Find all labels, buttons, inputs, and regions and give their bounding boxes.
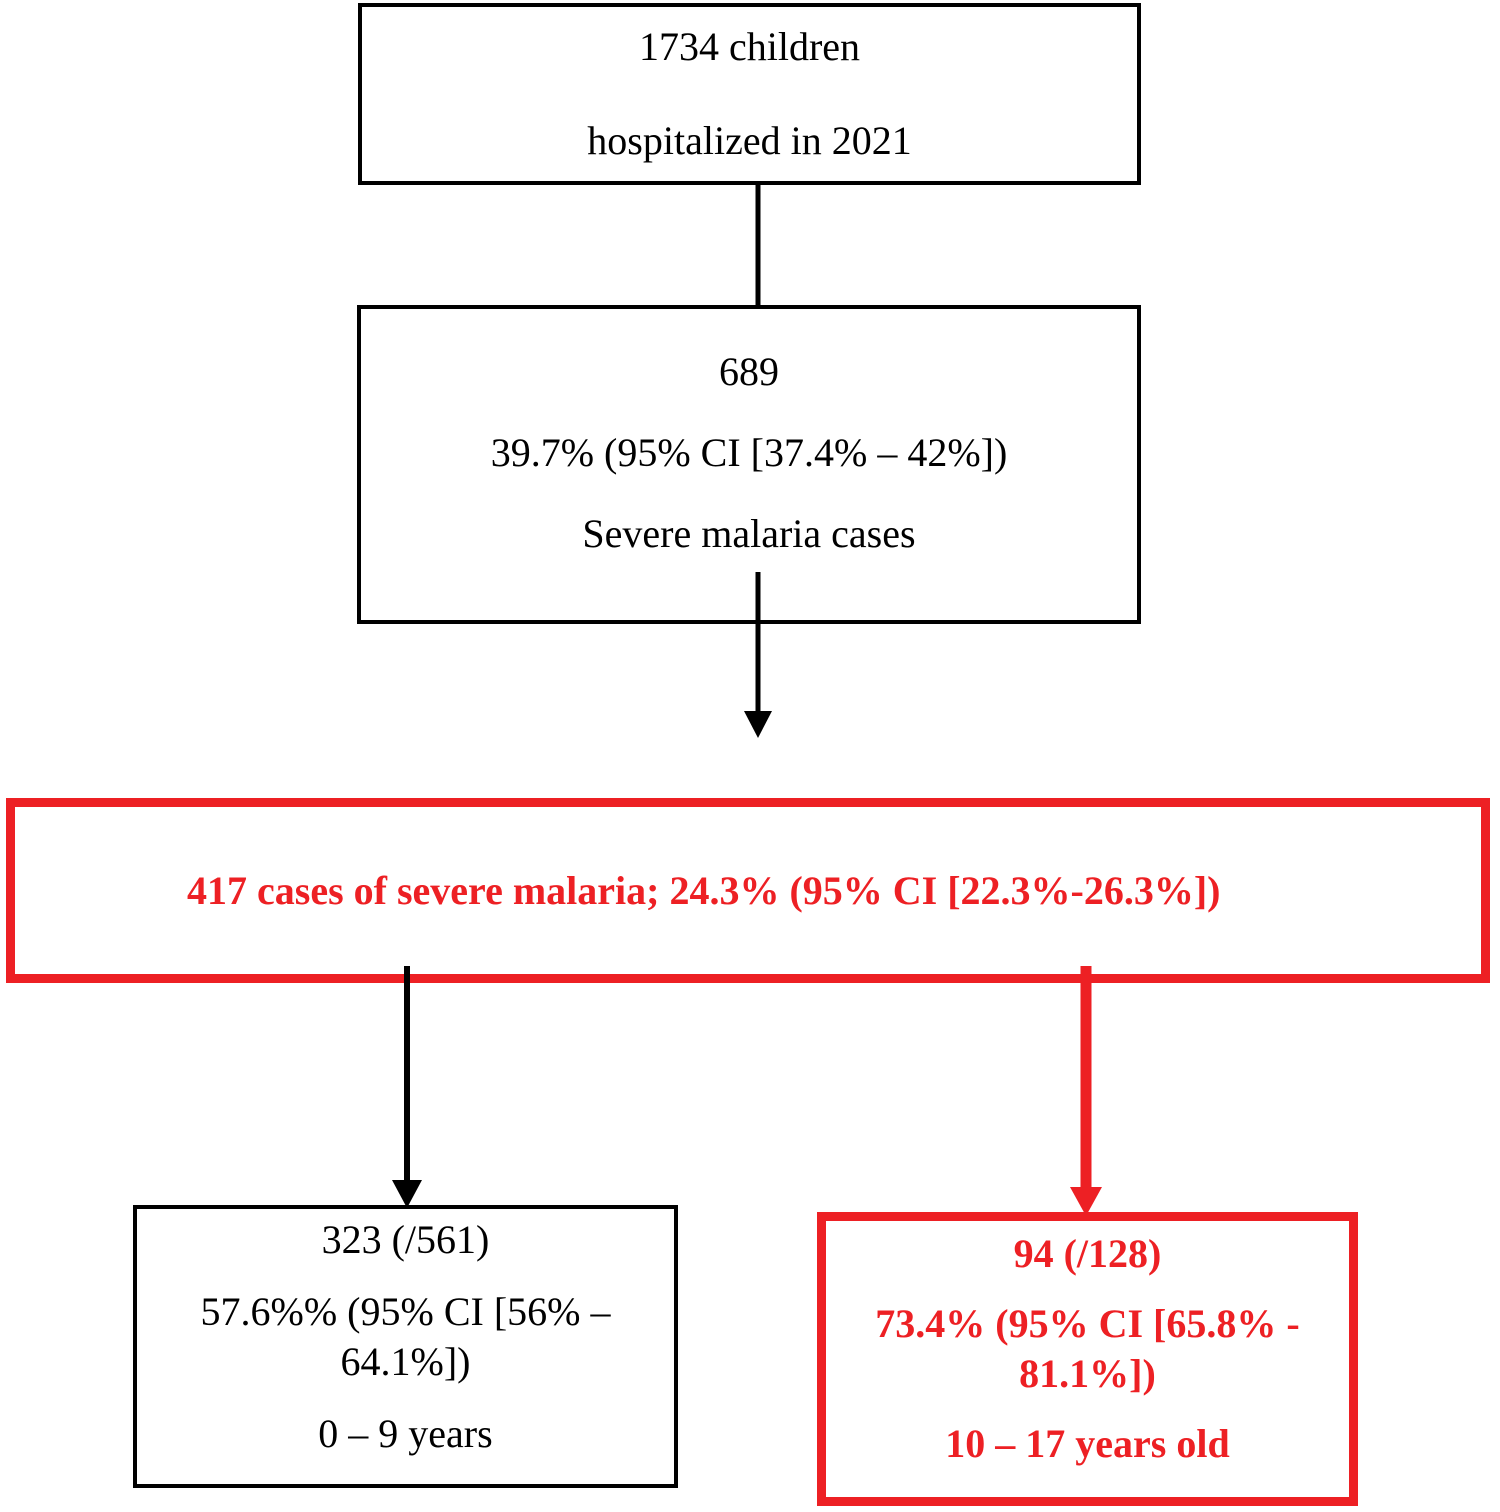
- node-age-old-line-1: 94 (/128): [1013, 1231, 1162, 1276]
- node-age-young-line-2: 57.6%% (95% CI [56% – 64.1%]): [200, 1289, 611, 1384]
- node-red-summary-line-1: 417 cases of severe malaria; 24.3% (95% …: [187, 867, 1221, 913]
- node-total-hospitalized: 1734 children hospitalized in 2021: [358, 3, 1141, 185]
- node-age-young-line-3: 0 – 9 years: [318, 1411, 493, 1456]
- connector-red-main-to-age-old: [1066, 966, 1106, 1218]
- node-age-group-10-17: 94 (/128) 73.4% (95% CI [65.8% - 81.1%])…: [817, 1212, 1358, 1506]
- node-age-old-line-2: 73.4% (95% CI [65.8% - 81.1%]): [875, 1301, 1300, 1396]
- node-severe-line-2: 39.7% (95% CI [37.4% – 42%]): [490, 430, 1008, 475]
- node-severe-line-1: 689: [719, 349, 779, 394]
- node-age-old-line-3: 10 – 17 years old: [945, 1421, 1230, 1466]
- node-severe-malaria-cases: 689 39.7% (95% CI [37.4% – 42%]) Severe …: [357, 305, 1141, 624]
- node-severe-line-3: Severe malaria cases: [582, 511, 916, 556]
- node-red-severe-summary: 417 cases of severe malaria; 24.3% (95% …: [6, 798, 1490, 983]
- node-age-young-line-1: 323 (/561): [321, 1217, 490, 1262]
- node-total-line-2: hospitalized in 2021: [587, 118, 912, 163]
- node-total-line-1: 1734 children: [638, 24, 861, 69]
- connector-severe-to-red-main: [740, 572, 776, 742]
- node-age-group-0-9: 323 (/561) 57.6%% (95% CI [56% – 64.1%])…: [133, 1205, 678, 1488]
- connector-red-main-to-age-young: [389, 966, 425, 1211]
